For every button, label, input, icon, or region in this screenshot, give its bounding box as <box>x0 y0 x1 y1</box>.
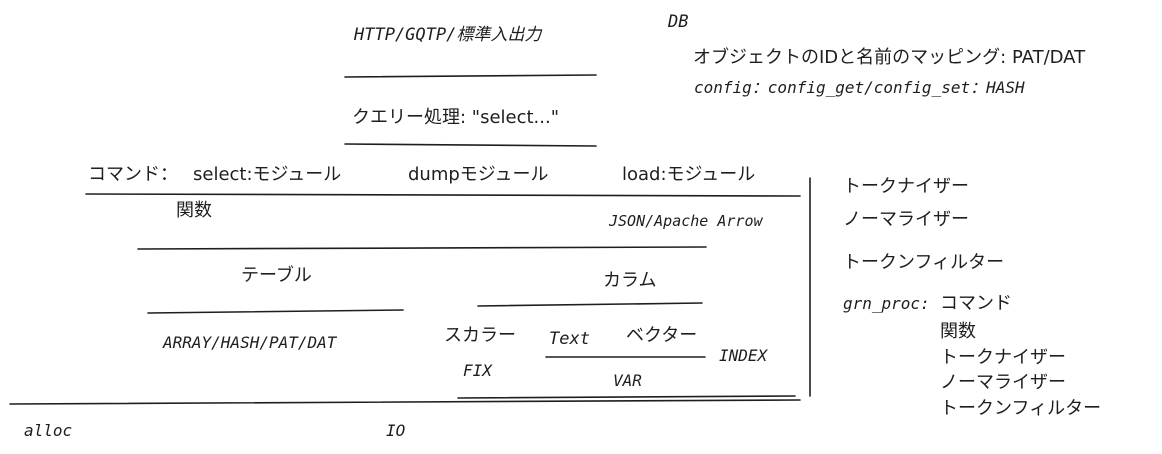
command-divider <box>85 193 801 197</box>
query-processing-label: クエリー処理: "select..." <box>352 107 559 128</box>
value-divider <box>457 395 796 399</box>
normalizer-label: ノーマライザー <box>843 209 969 230</box>
proc-token-filter: トークンフィルター <box>940 398 1102 419</box>
select-module: select:モジュール <box>193 164 342 185</box>
proc-normalizer: ノーマライザー <box>940 372 1066 393</box>
table-divider <box>147 309 404 314</box>
tokenizer-label: トークナイザー <box>843 176 969 197</box>
dump-module: dumpモジュール <box>408 164 549 185</box>
proc-function: 関数 <box>940 321 976 342</box>
functions-label: 関数 <box>176 200 212 221</box>
query-divider <box>344 143 597 147</box>
proc-command: コマンド <box>940 293 1012 314</box>
token-filter-label: トークンフィルター <box>843 252 1005 273</box>
column-divider <box>477 302 703 307</box>
alloc-label: alloc <box>24 421 73 440</box>
function-divider <box>137 246 707 250</box>
table-types-label: ARRAY/HASH/PAT/DAT <box>163 333 337 352</box>
formats-label: JSON/Apache Arrow <box>609 212 763 230</box>
var-label: VAR <box>613 371 642 390</box>
db-title: DB <box>668 12 689 32</box>
protocols-label: HTTP/GQTP/標準入出力 <box>354 25 542 45</box>
table-label: テーブル <box>241 265 312 286</box>
db-id-mapping: オブジェクトのIDと名前のマッピング: PAT/DAT <box>693 47 1086 68</box>
fix-label: FIX <box>463 361 492 380</box>
text-label: Text <box>549 329 590 349</box>
index-label: INDEX <box>719 346 768 365</box>
base-divider <box>9 399 801 405</box>
column-label: カラム <box>603 270 657 291</box>
protocol-divider <box>344 74 597 78</box>
grn-proc-label: grn_proc: <box>843 294 930 313</box>
proc-tokenizer: トークナイザー <box>940 347 1066 368</box>
scalar-label: スカラー <box>444 325 516 346</box>
io-label: IO <box>386 421 406 440</box>
load-module: load:モジュール <box>622 164 756 185</box>
vector-label: ベクター <box>626 325 698 346</box>
command-label: コマンド： <box>88 164 178 185</box>
db-config: config：config_get/config_set：HASH <box>694 78 1025 97</box>
